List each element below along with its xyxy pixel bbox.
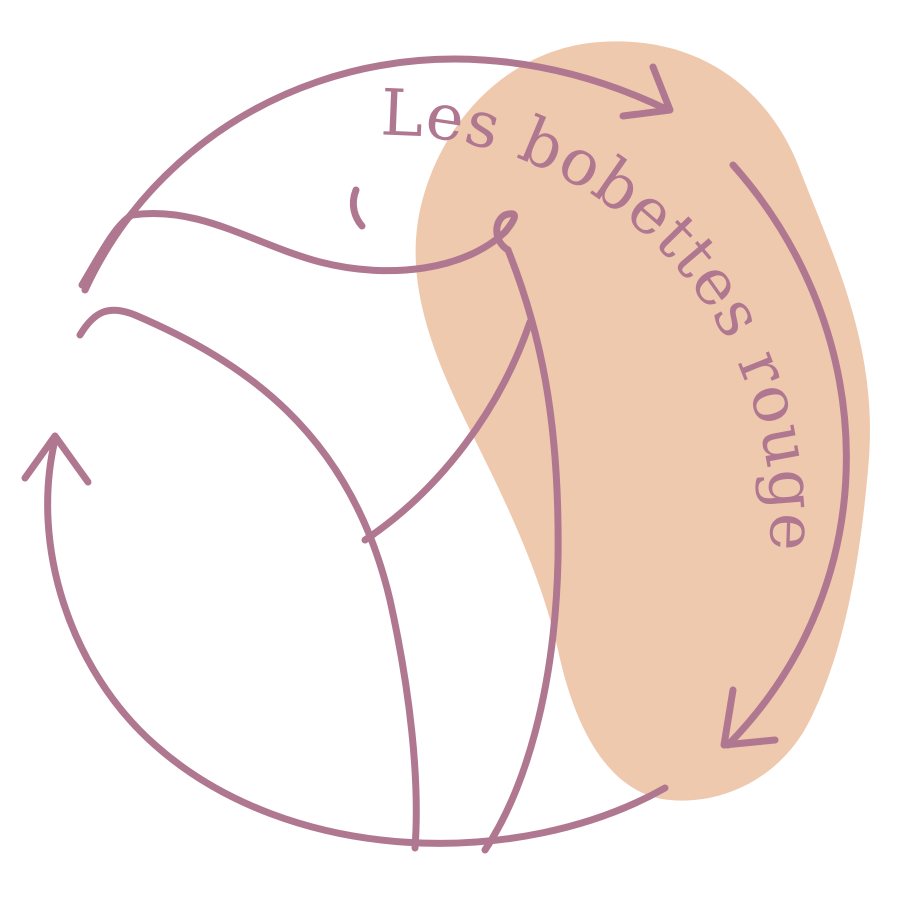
peach-blob-shape: [415, 41, 870, 801]
underwear-gusset-seam: [361, 318, 534, 544]
underwear-tag-mark: [349, 186, 366, 230]
arrowhead-right-icon: [720, 686, 779, 749]
circle-arc-right: [724, 161, 850, 749]
circle-arc-bottom: [44, 436, 669, 847]
arrowhead-top-icon: [619, 63, 674, 120]
underwear-waistband: [78, 209, 518, 289]
underwear-right-side: [481, 246, 562, 854]
underwear-left-leg: [76, 306, 420, 852]
arrowhead-left-icon: [21, 432, 92, 486]
